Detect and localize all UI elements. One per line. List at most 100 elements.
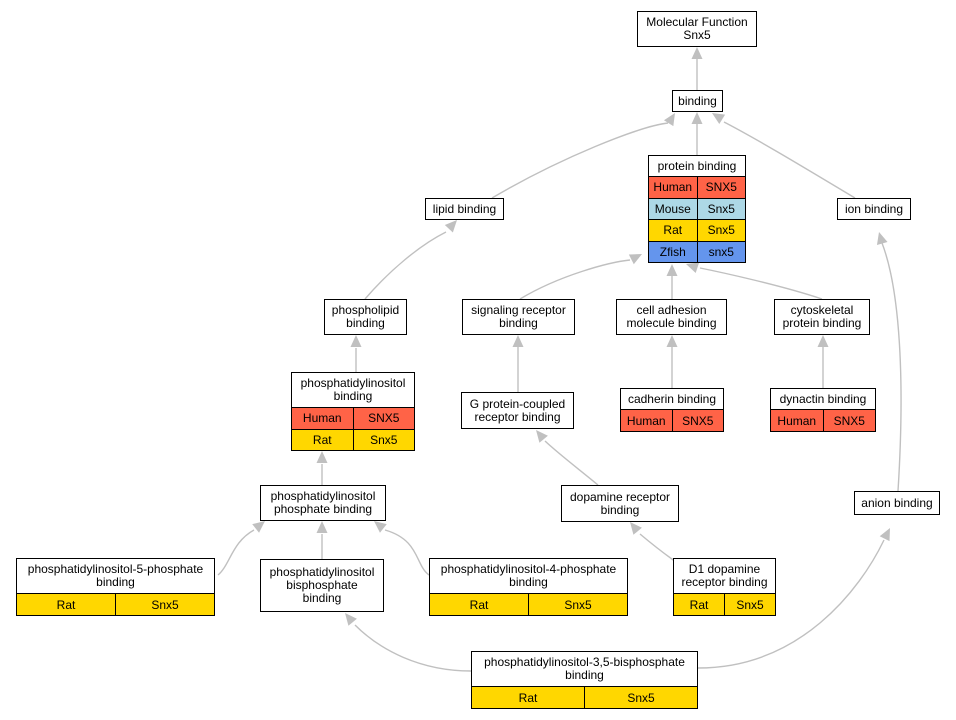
arrowhead [512,335,524,347]
edge-line [217,529,255,576]
gene-cell[interactable]: Snx5 [584,687,697,708]
go-term-label-line: cadherin binding [627,391,717,406]
arrowhead [374,521,387,533]
arrowhead [666,335,678,347]
go-term-label-line: binding [96,575,135,589]
gene-cell[interactable]: Snx5 [115,594,214,615]
gene-cell[interactable]: SNX5 [352,408,415,429]
go-term-label-line: binding [678,93,717,108]
go-term-label-line: binding [333,389,373,403]
gene-cell[interactable]: Snx5 [724,594,775,615]
go-term-label-line: phospholipid [331,303,400,317]
go-term-node-ion[interactable]: ion binding [837,198,911,220]
go-term-label-line: binding [302,591,342,605]
edge-line [699,267,823,300]
gene-cell[interactable]: SNX5 [822,410,876,431]
edge-line [544,440,599,486]
go-term-label-line: protein binding [657,158,737,173]
go-term-node-anion[interactable]: anion binding [854,491,940,515]
gene-cell[interactable]: Snx5 [696,220,746,241]
go-term-label-line: D1 dopamine [688,562,761,576]
arrowhead [350,335,362,347]
arrowhead [876,232,888,246]
go-term-label-line: cytoskeletal [790,303,854,317]
arrowhead [817,335,829,347]
species-cell: Rat [663,223,683,238]
go-term-label-line: phosphatidylinositol [300,376,406,390]
go-term-label-line: dopamine receptor [569,489,671,504]
gene-cell[interactable]: Snx5 [528,594,627,615]
arrowhead [316,451,328,463]
go-term-label-line: phosphatidylinositol [269,565,375,579]
arrowhead [630,522,642,535]
arrowhead [628,254,642,265]
go-term-label-line: phosphatidylinositol-3,5-bisphosphate [484,655,685,669]
edge-line [364,231,447,300]
go-term-label: lipid binding [426,199,503,219]
edge-line [354,624,472,672]
gene-cell[interactable]: Snx5 [352,429,415,450]
edge-line [384,529,430,576]
species-cell: Rat [56,597,76,612]
species-cell: Human [777,413,817,428]
gene-cell[interactable]: Snx5 [696,198,746,219]
go-term-label: protein binding [649,156,745,176]
species-annotation-row: Rat Snx5 [430,593,627,615]
species-cell: Zfish [659,244,686,259]
gene-cell[interactable]: SNX5 [671,410,724,431]
arrowhead [666,264,678,276]
go-term-node-binding[interactable]: binding [672,90,723,112]
go-term-label-line: binding [565,668,604,682]
species-annotation-row: Rat Snx5 [649,219,745,241]
species-cell: Rat [469,597,489,612]
arrowhead [691,112,703,124]
go-term-label: anion binding [855,492,939,514]
species-annotation-row: Human SNX5 [621,409,723,431]
go-term-label-line: phosphatidylinositol-4-phosphate [440,562,617,576]
go-term-label-line: binding [499,316,538,330]
edge-line [723,121,856,199]
edge-line [519,259,631,300]
go-term-label-line: binding [509,575,548,589]
species-annotation-row: Human SNX5 [771,409,875,431]
gene-cell[interactable]: SNX5 [696,177,746,198]
arrowhead [345,613,357,626]
go-term-label-line: Snx5 [683,28,711,42]
species-cell: Human [626,413,666,428]
go-term-label-line: G protein-coupled [469,396,566,411]
go-term-label-line: ion binding [844,201,904,216]
go-term-label-line: binding [600,502,640,517]
gene-cell[interactable]: snx5 [696,241,746,262]
go-term-label: ion binding [838,199,910,219]
go-term-node-lipid[interactable]: lipid binding [425,198,504,220]
